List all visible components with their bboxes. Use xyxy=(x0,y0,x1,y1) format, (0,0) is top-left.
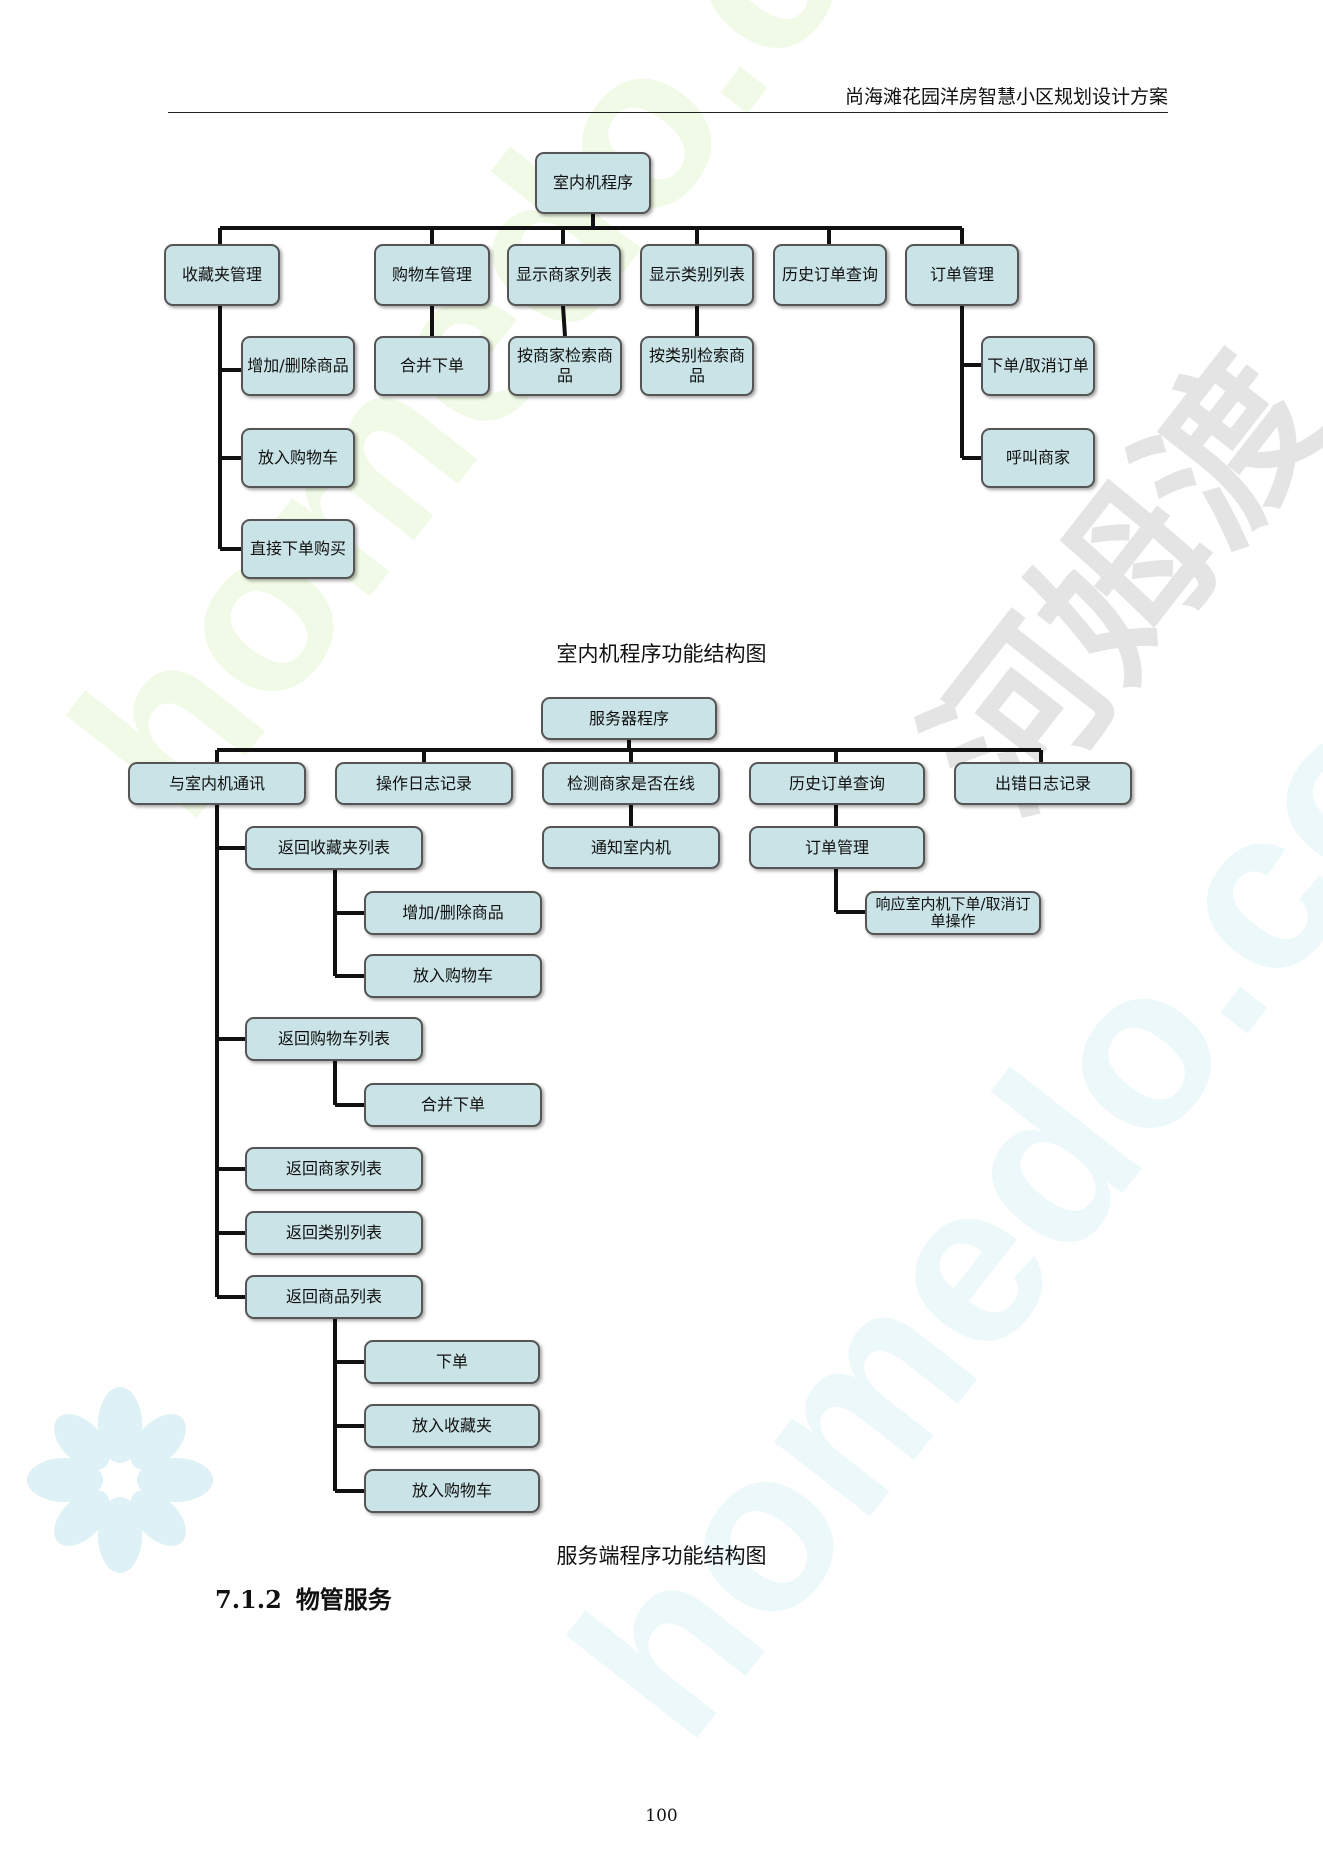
d2-merge-order-node: 合并下单 xyxy=(364,1083,542,1127)
diagram2-caption: 服务端程序功能结构图 xyxy=(556,1544,767,1568)
section-number: 7.1.2 xyxy=(215,1585,282,1614)
d1-merchant-list-node: 显示商家列表 xyxy=(507,244,621,306)
d2-merchant-online-node: 检测商家是否在线 xyxy=(542,762,720,805)
d2-add-to-cart-2-node: 放入购物车 xyxy=(364,1469,540,1513)
d2-place-order-node: 下单 xyxy=(364,1340,540,1384)
d2-add-to-favorites-node: 放入收藏夹 xyxy=(364,1404,540,1448)
d2-return-cart-node: 返回购物车列表 xyxy=(245,1017,423,1061)
d1-order-mgmt-node: 订单管理 xyxy=(905,244,1019,306)
d2-respond-order-node: 响应室内机下单/取消订单操作 xyxy=(865,891,1041,935)
d1-direct-buy-node: 直接下单购买 xyxy=(241,519,355,579)
d1-place-cancel-order-node: 下单/取消订单 xyxy=(981,336,1095,396)
header-title: 尚海滩花园洋房智慧小区规划设计方案 xyxy=(844,86,1168,108)
section-title: 物管服务 xyxy=(295,1585,392,1614)
d1-add-to-cart-node: 放入购物车 xyxy=(241,428,355,488)
d2-history-orders-node: 历史订单查询 xyxy=(749,762,925,805)
d2-operation-log-node: 操作日志记录 xyxy=(335,762,513,805)
watermark-flower-icon xyxy=(27,1387,213,1573)
d2-order-mgmt-node: 订单管理 xyxy=(749,826,925,869)
d2-add-to-cart-node: 放入购物车 xyxy=(364,954,542,998)
d1-call-merchant-node: 呼叫商家 xyxy=(981,428,1095,488)
d1-add-remove-item-node: 增加/删除商品 xyxy=(241,336,355,396)
d1-search-by-category-node: 按类别检索商品 xyxy=(640,336,754,396)
d1-history-orders-node: 历史订单查询 xyxy=(773,244,887,306)
diagram1-caption: 室内机程序功能结构图 xyxy=(556,642,767,666)
section-heading: 7.1.2 物管服务 xyxy=(215,1580,392,1615)
page-number: 100 xyxy=(645,1806,678,1826)
d1-root-node: 室内机程序 xyxy=(535,152,651,214)
d2-comm-node: 与室内机通讯 xyxy=(128,762,306,805)
d1-category-list-node: 显示类别列表 xyxy=(640,244,754,306)
d2-root-node: 服务器程序 xyxy=(541,697,717,740)
d2-return-categories-node: 返回类别列表 xyxy=(245,1211,423,1255)
d2-return-products-node: 返回商品列表 xyxy=(245,1275,423,1319)
d1-search-by-merchant-node: 按商家检索商品 xyxy=(508,336,622,396)
d2-return-favorites-node: 返回收藏夹列表 xyxy=(245,826,423,870)
d2-add-remove-item-node: 增加/删除商品 xyxy=(364,891,542,935)
d1-favorites-node: 收藏夹管理 xyxy=(164,244,280,306)
d2-error-log-node: 出错日志记录 xyxy=(954,762,1132,805)
d1-cart-node: 购物车管理 xyxy=(374,244,490,306)
d2-return-merchants-node: 返回商家列表 xyxy=(245,1147,423,1191)
d1-merge-order-node: 合并下单 xyxy=(374,336,490,396)
d2-notify-indoor-node: 通知室内机 xyxy=(542,826,720,869)
header-rule xyxy=(168,112,1168,113)
